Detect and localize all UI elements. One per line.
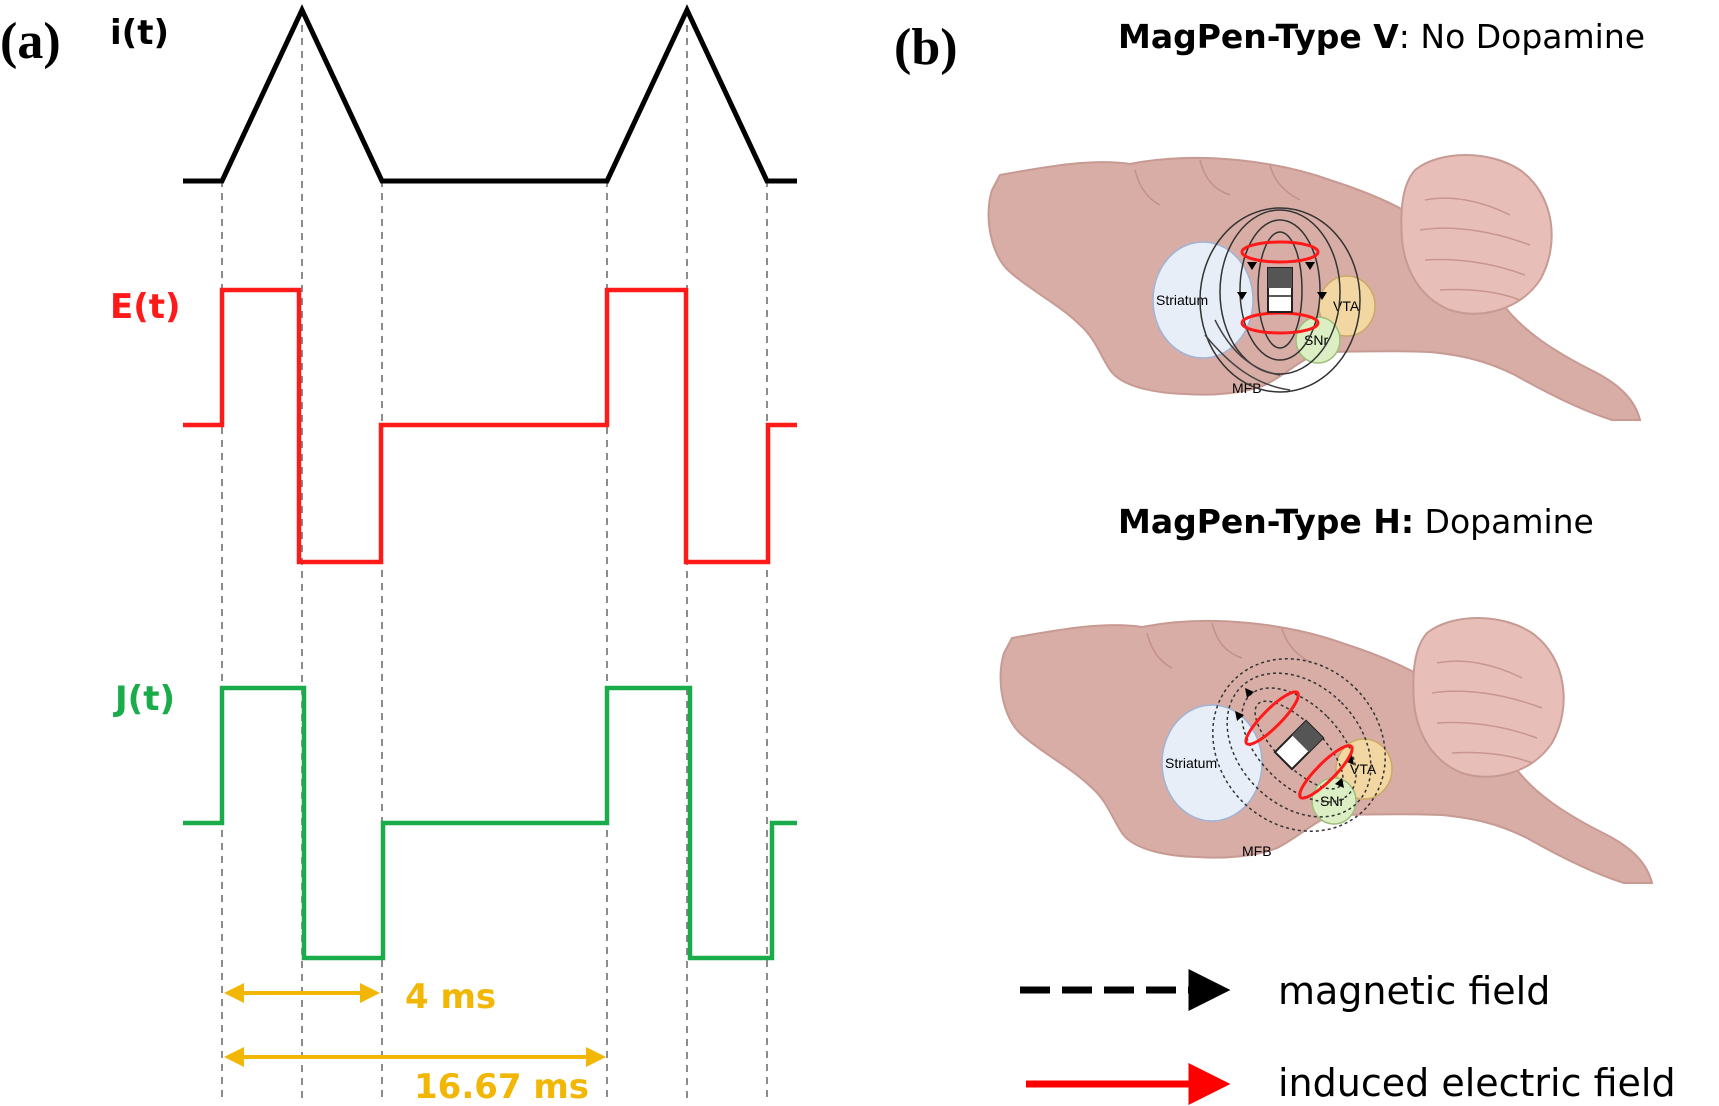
panel-a: (a) i(t) E(t) J(t) 4 ms 16.67 ms <box>0 4 797 1106</box>
vta-label-top: VTA <box>1333 298 1360 314</box>
duration-label-period: 16.67 ms <box>414 1067 589 1106</box>
duration-label-4ms: 4 ms <box>405 977 496 1017</box>
magnetic-field-lines <box>1199 207 1361 393</box>
top-title-bold: MagPen-Type V <box>1118 17 1399 56</box>
bottom-title-bold: MagPen-Type H: <box>1118 502 1414 541</box>
brain-sulcus-lines <box>1134 159 1301 206</box>
legend: magnetic field induced electric field <box>1020 969 1676 1105</box>
electric-field-loop <box>1240 240 1320 264</box>
electric-field-loops <box>1244 690 1354 800</box>
snr-label-bottom: SNr <box>1320 793 1344 809</box>
legend-electric-label: induced electric field <box>1278 1061 1676 1105</box>
current-density-waveform <box>183 685 797 961</box>
striatum-label-top: Striatum <box>1156 292 1208 308</box>
brain-silhouette <box>999 619 1654 884</box>
vta-label-bottom: VTA <box>1350 761 1377 777</box>
striatum-label-bottom: Striatum <box>1165 755 1217 771</box>
current-waveform <box>183 4 797 184</box>
top-title: MagPen-Type V: No Dopamine <box>1118 17 1645 56</box>
signal-label-j: J(t) <box>113 679 175 719</box>
mfb-label-top: MFB <box>1232 380 1262 396</box>
panel-b-label: (b) <box>894 19 958 76</box>
cerebellum-folds <box>1419 197 1531 301</box>
signal-label-i: i(t) <box>110 13 169 53</box>
brain-illustration-bottom: Striatum VTA SNr MFB <box>999 617 1654 884</box>
brain-illustration-top: Striatum VTA SNr MFB <box>987 154 1642 421</box>
cerebellum <box>1412 617 1565 778</box>
signal-label-e: E(t) <box>110 287 181 327</box>
field-arrowheads <box>1237 262 1327 300</box>
magpen-coil-tilted <box>1273 719 1325 771</box>
magpen-coil-vertical <box>1267 267 1293 313</box>
striatum-region <box>1161 704 1263 822</box>
bottom-title-rest: Dopamine <box>1414 502 1594 541</box>
panel-a-label: (a) <box>0 13 61 70</box>
brain-silhouette <box>987 156 1642 421</box>
cerebellum <box>1400 154 1553 315</box>
bottom-title: MagPen-Type H: Dopamine <box>1118 502 1594 541</box>
cerebellum-folds <box>1431 660 1543 764</box>
panel-b: (b) MagPen-Type V: No Dopamine Striatum … <box>894 17 1676 1105</box>
legend-magnetic-label: magnetic field <box>1278 969 1550 1013</box>
striatum-region <box>1152 241 1254 359</box>
field-arrowheads <box>1235 688 1354 788</box>
mfb-label-bottom: MFB <box>1242 843 1272 859</box>
top-title-rest: : No Dopamine <box>1399 17 1645 56</box>
electric-field-waveform <box>183 287 797 565</box>
